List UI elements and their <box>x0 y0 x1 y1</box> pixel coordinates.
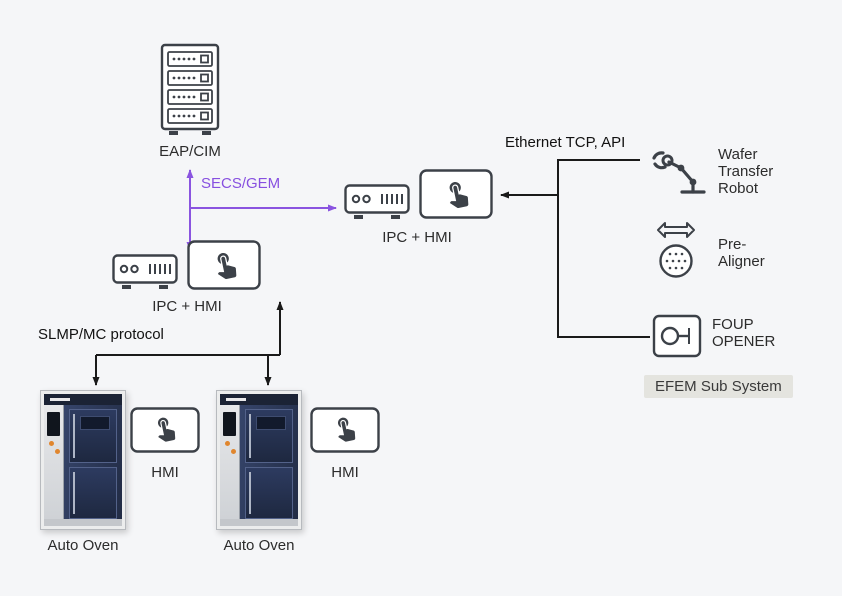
auto-oven-photo-left <box>40 390 126 530</box>
oven-front-doors <box>64 405 122 519</box>
oven-controller-screen <box>223 412 236 436</box>
hmi-screen-icon-left <box>130 407 200 453</box>
touchscreen-icon-left <box>187 240 261 290</box>
secs-gem-label: SECS/GEM <box>201 175 281 192</box>
foup-opener-label: FOUP OPENER <box>712 316 775 350</box>
foup-opener-label-line1: FOUP <box>712 316 754 333</box>
auto-oven-left-label: Auto Oven <box>47 537 119 554</box>
oven-base <box>44 519 122 526</box>
wafer-robot-label-line1: Wafer <box>718 146 758 163</box>
hmi-right-label: HMI <box>331 464 359 481</box>
pre-aligner-label-line2: Aligner <box>718 253 765 270</box>
server-rack-icon <box>160 43 220 135</box>
oven-brand-strip <box>44 394 122 405</box>
efem-subsystem-badge: EFEM Sub System <box>644 375 793 398</box>
foup-opener-icon <box>652 314 702 358</box>
oven-controller-screen <box>47 412 60 436</box>
touchscreen-icon-top <box>419 169 493 219</box>
foup-opener-label-line2: OPENER <box>712 333 776 350</box>
ipc-hmi-left-label: IPC + HMI <box>152 298 222 315</box>
pre-aligner-label: Pre- Aligner <box>718 236 765 270</box>
pre-aligner-wafer-icon <box>659 244 693 278</box>
ipc-box-icon-top <box>344 184 410 219</box>
slmp-protocol-label: SLMP/MC protocol <box>38 326 164 343</box>
ipc-box-icon-left <box>112 254 178 289</box>
ipc-hmi-top-label: IPC + HMI <box>382 229 452 246</box>
wafer-robot-label-line3: Robot <box>718 180 759 197</box>
oven-brand-strip <box>220 394 298 405</box>
wafer-robot-label: Wafer Transfer Robot <box>718 146 773 197</box>
wafer-robot-label-line2: Transfer <box>718 163 774 180</box>
hmi-left-label: HMI <box>151 464 179 481</box>
oven-control-column <box>220 405 240 519</box>
pre-aligner-label-line1: Pre- <box>718 236 747 253</box>
ethernet-bus-line <box>557 159 650 338</box>
oven-control-column <box>44 405 64 519</box>
auto-oven-right-label: Auto Oven <box>223 537 295 554</box>
ethernet-label: Ethernet TCP, API <box>505 134 626 151</box>
oven-base <box>220 519 298 526</box>
wafer-transfer-robot-icon <box>652 151 706 194</box>
auto-oven-photo-right <box>216 390 302 530</box>
eap-cim-label: EAP/CIM <box>159 143 221 160</box>
pre-aligner-arrows-icon <box>657 222 695 238</box>
hmi-screen-icon-right <box>310 407 380 453</box>
oven-front-doors <box>240 405 298 519</box>
